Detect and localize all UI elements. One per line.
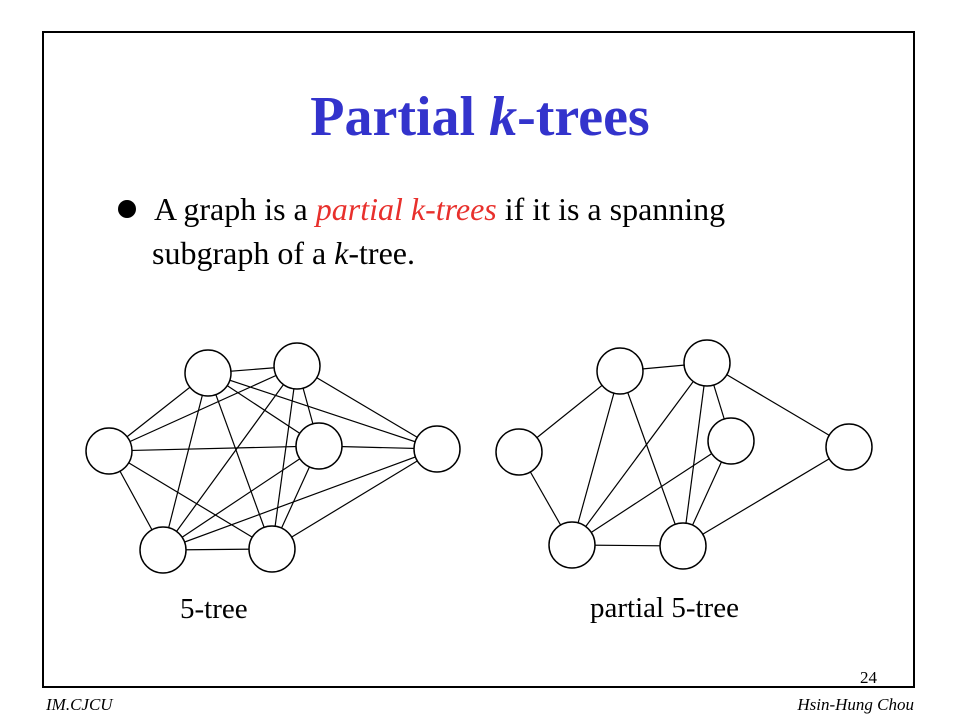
node xyxy=(413,425,461,473)
edge xyxy=(571,440,732,546)
bullet-emphasis: partial k-trees xyxy=(315,191,497,227)
bullet-line2-post: -tree. xyxy=(348,235,415,271)
node xyxy=(184,349,232,397)
edge xyxy=(271,448,438,550)
edge xyxy=(571,362,708,546)
bullet-line-2: subgraph of a k-tree. xyxy=(152,231,415,275)
node xyxy=(825,423,873,471)
bullet-text-post: if it is a spanning xyxy=(496,191,726,227)
node xyxy=(495,428,543,476)
page-number: 24 xyxy=(860,668,877,687)
slide-frame xyxy=(42,31,915,688)
edge xyxy=(682,446,850,547)
edge xyxy=(296,365,438,450)
edge xyxy=(271,365,298,550)
bullet-line2-pre: subgraph of a xyxy=(152,235,335,271)
node xyxy=(85,427,133,475)
partial-five-tree-nodes xyxy=(495,339,873,570)
edge xyxy=(619,370,684,547)
node xyxy=(707,417,755,465)
partial-five-tree-graph xyxy=(518,362,850,547)
bullet-line2-italic: k xyxy=(334,235,349,271)
node xyxy=(659,522,707,570)
node xyxy=(683,339,731,387)
edge xyxy=(108,365,298,452)
bullet-text-pre: A graph is a xyxy=(154,191,316,227)
slide-title: Partial k-trees xyxy=(0,85,960,149)
footer-author: Hsin-Hung Chou xyxy=(797,695,914,714)
edge xyxy=(108,445,320,452)
node xyxy=(273,342,321,390)
node xyxy=(548,521,596,569)
node xyxy=(139,526,187,574)
node xyxy=(295,422,343,470)
edge xyxy=(571,370,621,546)
node xyxy=(596,347,644,395)
five-tree-graph xyxy=(108,365,438,551)
title-suffix: -trees xyxy=(517,86,650,148)
edge xyxy=(162,445,320,551)
five-tree-nodes xyxy=(85,342,461,574)
edge xyxy=(207,372,273,550)
edge xyxy=(207,372,438,450)
title-prefix: Partial xyxy=(310,86,490,148)
edge xyxy=(108,450,273,550)
bullet-line-1: A graph is a partial k-trees if it is a … xyxy=(154,187,725,231)
five-tree-label: 5-tree xyxy=(180,593,248,625)
bullet-dot-icon xyxy=(118,200,136,218)
edge xyxy=(162,365,298,551)
edge xyxy=(706,362,850,448)
partial-five-tree-label: partial 5-tree xyxy=(590,592,739,624)
edge xyxy=(162,448,438,551)
edge xyxy=(162,372,209,551)
node xyxy=(248,525,296,573)
title-italic-k: k xyxy=(489,86,518,148)
footer-institution: IM.CJCU xyxy=(46,695,113,714)
edge xyxy=(682,362,708,547)
